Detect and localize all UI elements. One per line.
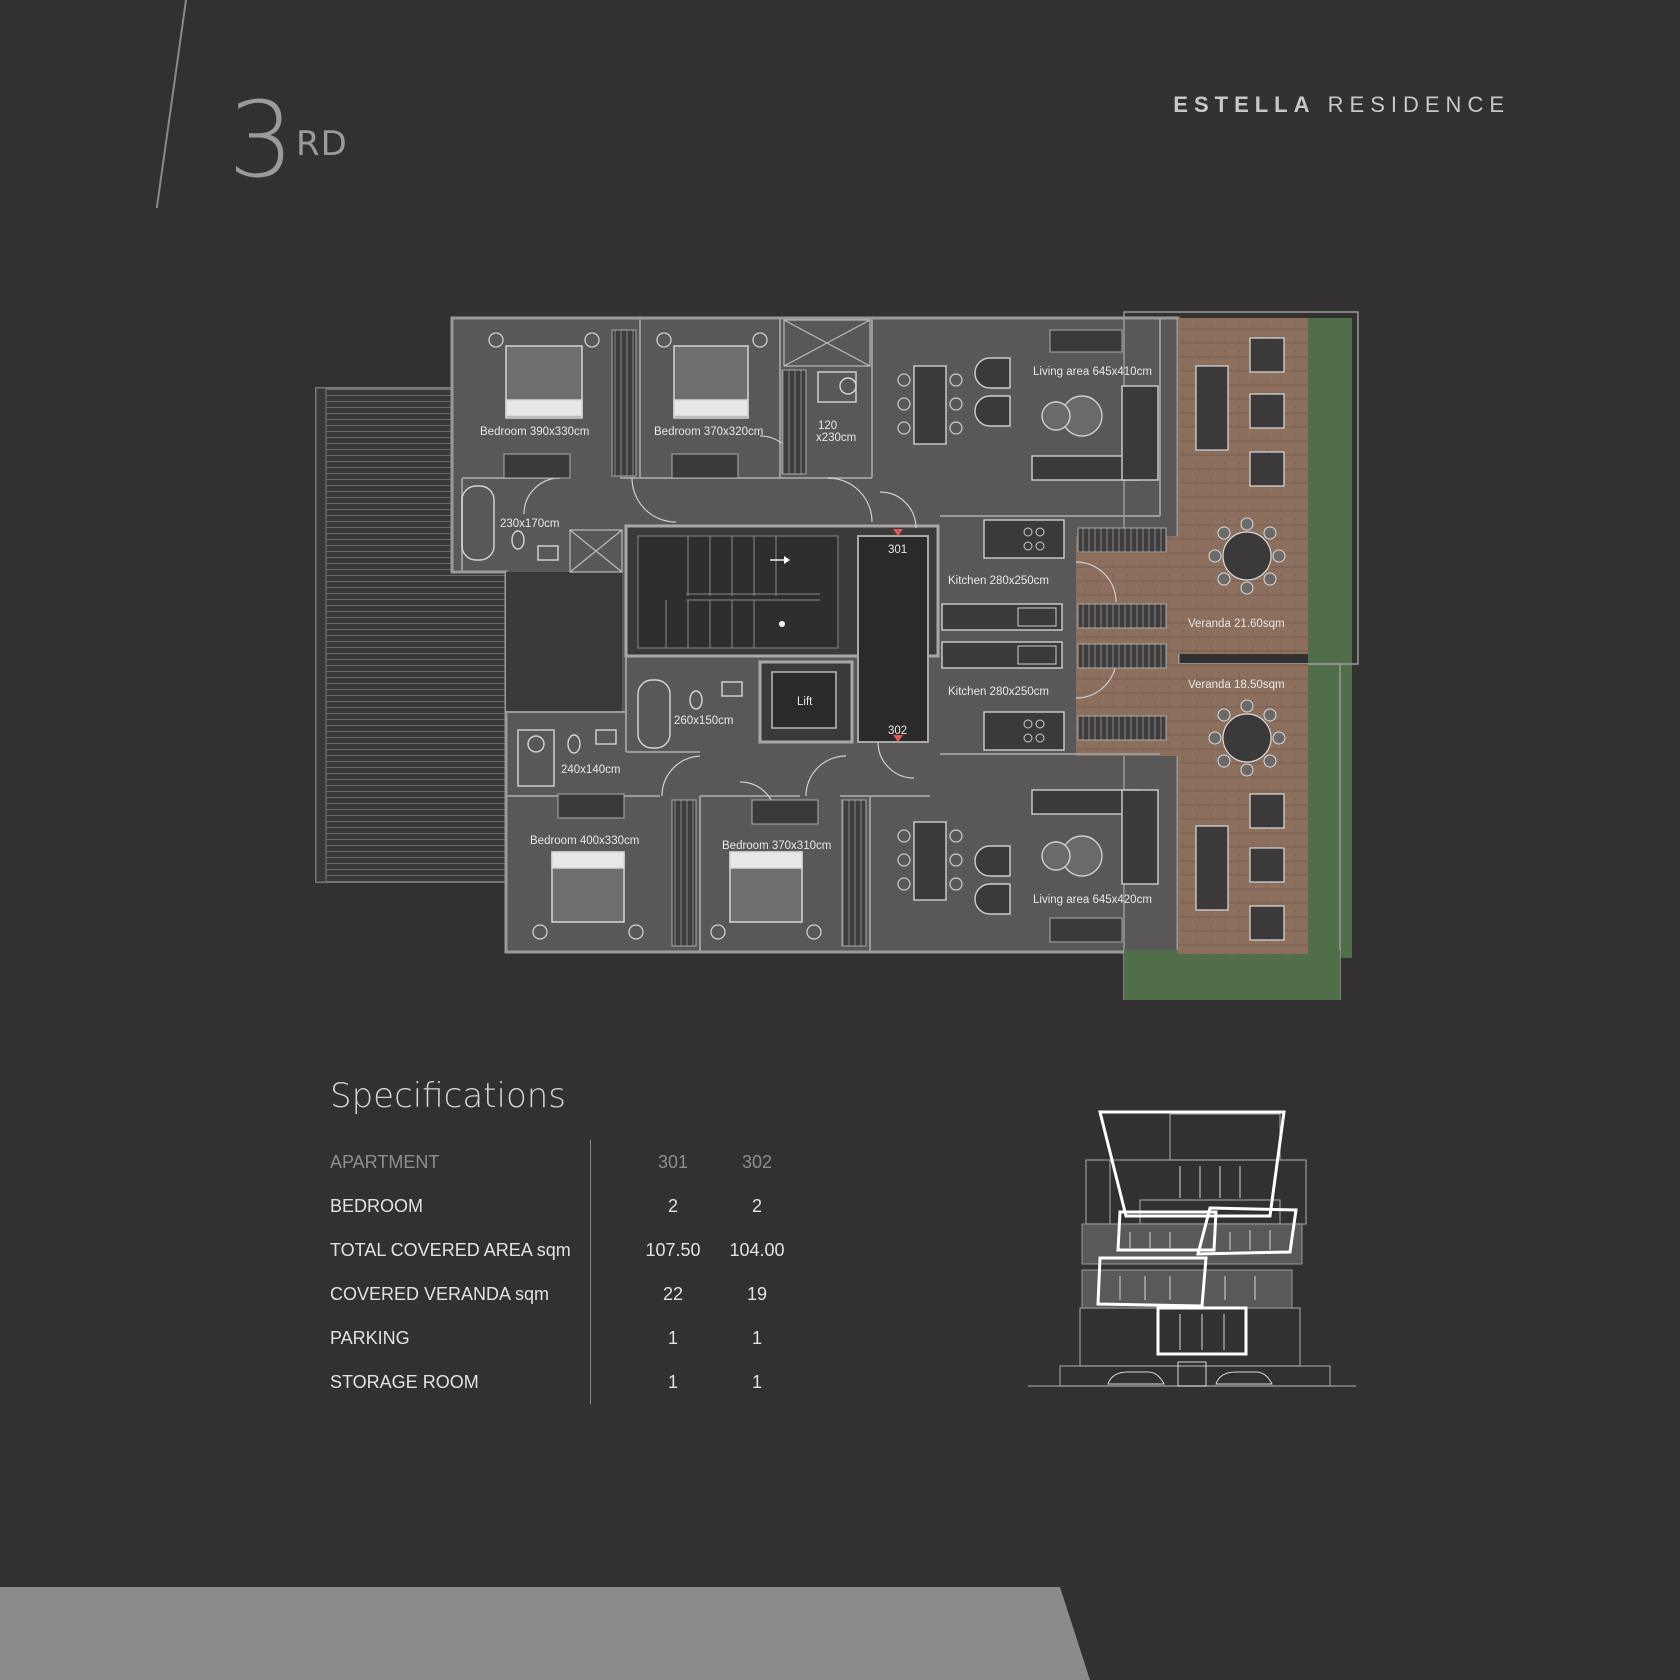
label-living-301: Living area 645x410cm <box>1033 366 1152 378</box>
label-bath-3: 240x140cm <box>561 764 620 776</box>
label-bedroom-2: Bedroom 370x320cm <box>654 426 763 438</box>
spec-label: PARKING <box>330 1327 410 1348</box>
spec-label: STORAGE ROOM <box>330 1371 479 1392</box>
specifications-table: APARTMENT 301 302 BEDROOM 2 2 TOTAL COVE… <box>330 1140 799 1404</box>
spec-header-label: APARTMENT <box>330 1151 440 1172</box>
spec-value-302: 19 <box>746 1283 768 1304</box>
label-veranda-301: Veranda 21.60sqm <box>1188 618 1285 630</box>
floor-plan: Bedroom 390x330cm Bedroom 370x320cm 230x… <box>315 311 1359 1000</box>
spec-value-302: 104.00 <box>729 1239 785 1260</box>
spec-value-301: 2 <box>667 1195 678 1216</box>
beds <box>505 345 803 923</box>
spec-header-301: 301 <box>657 1151 689 1172</box>
brand-name-light: RESIDENCE <box>1327 92 1510 117</box>
label-lift: Lift <box>797 696 813 708</box>
corridor-core <box>857 535 929 743</box>
spec-row: STORAGE ROOM 1 1 <box>330 1360 799 1404</box>
spec-label: BEDROOM <box>330 1195 424 1216</box>
label-apt-301: 301 <box>888 544 907 556</box>
spec-divider <box>590 1140 591 1184</box>
wardrobes <box>611 329 1167 947</box>
brand-logo: ESTELLA RESIDENCE <box>1173 92 1510 118</box>
building-elevation-icon <box>1028 1110 1356 1387</box>
spec-value-302: 1 <box>751 1327 762 1348</box>
label-wc-1a: 120 <box>818 420 837 432</box>
brand-name-bold: ESTELLA <box>1173 92 1316 117</box>
label-bath-1: 230x170cm <box>500 518 559 530</box>
spec-value-301: 1 <box>667 1327 678 1348</box>
spec-header-302: 302 <box>741 1151 773 1172</box>
floor-suffix: RD <box>296 124 348 164</box>
spec-row: TOTAL COVERED AREA sqm 107.50 104.00 <box>330 1228 799 1272</box>
dining-tables <box>913 365 947 901</box>
label-kitchen-302: Kitchen 280x250cm <box>948 686 1049 698</box>
label-bath-2: 260x150cm <box>674 715 733 727</box>
label-bedroom-1: Bedroom 390x330cm <box>480 426 589 438</box>
spec-row: BEDROOM 2 2 <box>330 1184 799 1228</box>
spec-value-302: 1 <box>751 1371 762 1392</box>
garden-strip <box>1308 318 1352 958</box>
spec-value-301: 107.50 <box>645 1239 701 1260</box>
spec-row: PARKING 1 1 <box>330 1316 799 1360</box>
spec-value-302: 2 <box>751 1195 762 1216</box>
spec-value-301: 1 <box>667 1371 678 1392</box>
spec-header-row: APARTMENT 301 302 <box>330 1140 799 1184</box>
label-apt-302: 302 <box>888 725 907 737</box>
label-bedroom-3: Bedroom 400x330cm <box>530 835 639 847</box>
label-living-302: Living area 645x420cm <box>1033 894 1152 906</box>
label-wc-1b: x230cm <box>816 432 856 444</box>
label-veranda-302: Veranda 18.50sqm <box>1188 679 1285 691</box>
spec-label: TOTAL COVERED AREA sqm <box>330 1239 571 1260</box>
spec-label: COVERED VERANDA sqm <box>330 1283 550 1304</box>
floor-number: 3 <box>228 79 295 201</box>
footer-band <box>0 1587 1090 1680</box>
spec-row: COVERED VERANDA sqm 22 19 <box>330 1272 799 1316</box>
spec-value-301: 22 <box>662 1283 684 1304</box>
label-bedroom-4: Bedroom 370x310cm <box>722 840 831 852</box>
label-kitchen-301: Kitchen 280x250cm <box>948 575 1049 587</box>
specifications-title: Specifications <box>330 1076 567 1116</box>
